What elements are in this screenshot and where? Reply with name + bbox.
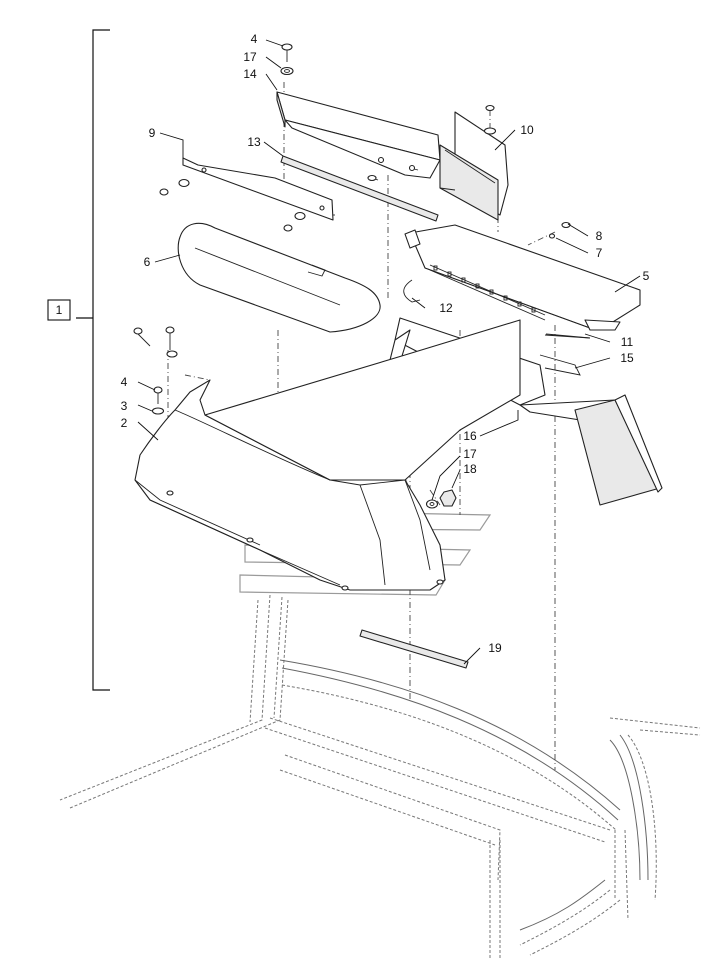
screw-4-top — [281, 43, 293, 62]
callout-19: 19 — [488, 641, 502, 655]
part-11-clip — [545, 333, 591, 339]
callout-18: 18 — [463, 462, 477, 476]
part-13-strip — [280, 155, 439, 222]
part-12-clip — [403, 279, 421, 303]
callout-labels: 1 2 3 4 4 5 6 7 8 9 10 11 12 13 14 15 16… — [56, 32, 650, 655]
callout-11: 11 — [621, 335, 634, 349]
washer-17-right — [425, 499, 439, 509]
callout-15: 15 — [620, 351, 634, 365]
callout-12: 12 — [439, 301, 453, 315]
callout-10: 10 — [520, 123, 534, 137]
callout-4-left: 4 — [121, 375, 128, 389]
washer-3-left — [151, 407, 165, 415]
callout-1: 1 — [56, 303, 63, 317]
callout-5: 5 — [643, 269, 650, 283]
part-2-shroud — [134, 319, 521, 591]
callout-13: 13 — [247, 135, 261, 149]
callout-4-top: 4 — [251, 32, 258, 46]
callout-6: 6 — [144, 255, 151, 269]
cab-frame — [59, 594, 701, 960]
screws-top-left — [133, 326, 178, 358]
nut-18 — [439, 489, 457, 507]
callout-2: 2 — [121, 416, 128, 430]
callout-17-top: 17 — [243, 50, 257, 64]
callout-14: 14 — [243, 67, 257, 81]
part-9-plate — [159, 157, 334, 232]
part-19-strip — [359, 629, 469, 669]
assembly-bracket — [76, 29, 110, 691]
leader-lines — [137, 39, 641, 665]
callout-3: 3 — [121, 399, 128, 413]
screw-4-left — [153, 386, 163, 404]
callout-9: 9 — [149, 126, 156, 140]
callout-1-box — [47, 299, 71, 321]
part-14-top-bracket — [276, 91, 441, 179]
callout-8: 8 — [596, 229, 603, 243]
callout-16: 16 — [463, 429, 477, 443]
callout-7: 7 — [596, 246, 603, 260]
callout-17-right: 17 — [463, 447, 477, 461]
part-6-cover — [177, 222, 381, 333]
washer-17-top — [280, 66, 294, 76]
part-5-top-panel — [404, 221, 641, 331]
part-10-side-bracket — [439, 104, 509, 221]
